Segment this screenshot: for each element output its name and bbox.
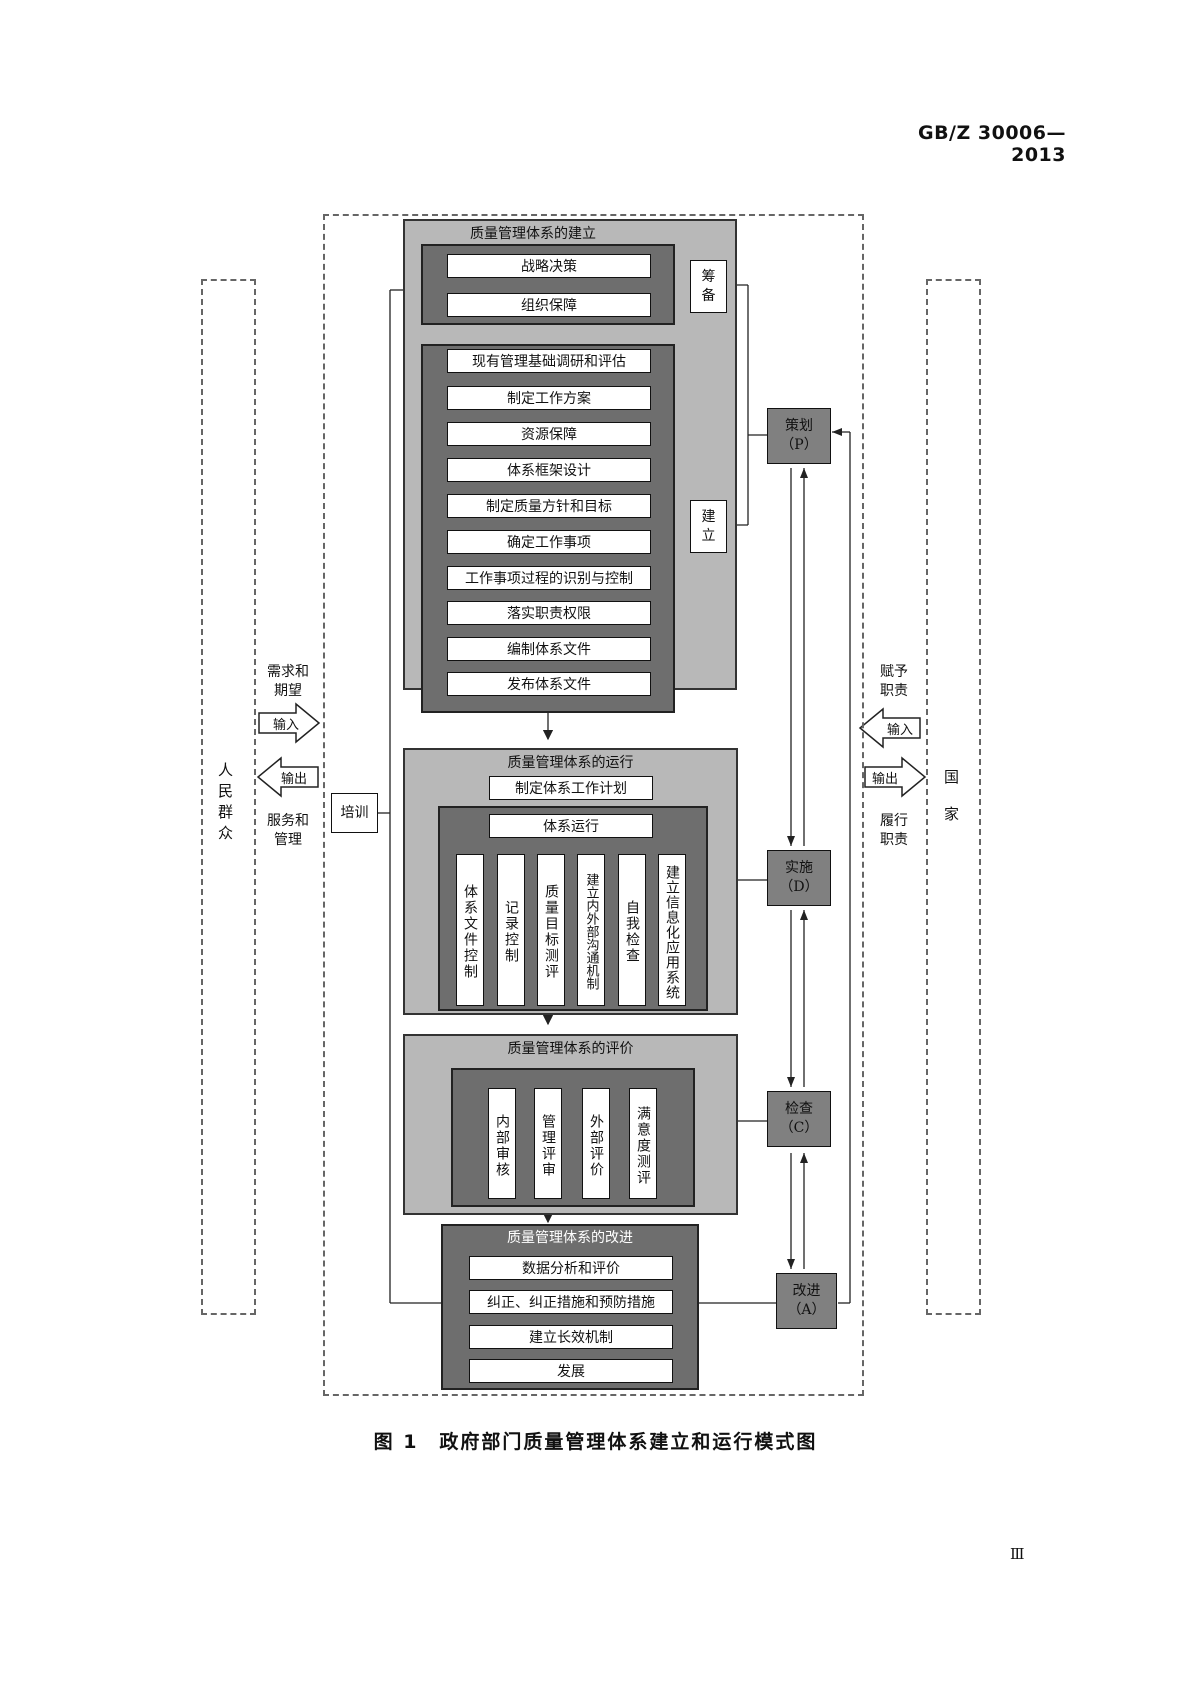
improvement-item: 数据分析和评价 bbox=[469, 1256, 673, 1280]
duty-label: 赋予职责 bbox=[880, 664, 908, 699]
demand-label: 需求和期望 bbox=[267, 664, 309, 699]
improvement-item: 建立长效机制 bbox=[469, 1325, 673, 1349]
right-output-label: 输出 bbox=[871, 771, 898, 787]
system-boundary bbox=[323, 214, 864, 1396]
evaluation-item: 内部审核 bbox=[488, 1088, 516, 1199]
build-item: 现有管理基础调研和评估 bbox=[447, 349, 651, 373]
build-item: 制定工作方案 bbox=[447, 386, 651, 410]
pdca-check-box: 检查（C） bbox=[767, 1091, 831, 1147]
operation-item: 自我检查 bbox=[618, 854, 646, 1006]
improvement-title: 质量管理体系的改进 bbox=[507, 1230, 633, 1246]
improvement-item: 纠正、纠正措施和预防措施 bbox=[469, 1290, 673, 1314]
right-input-label: 输入 bbox=[886, 722, 913, 738]
build-side-box: 建立 bbox=[690, 500, 727, 553]
evaluation-item: 满意度测评 bbox=[629, 1088, 657, 1199]
right-output-arrow-shape bbox=[864, 756, 927, 798]
pdca-act-box: 改进（A） bbox=[776, 1273, 837, 1329]
page-number: Ⅲ bbox=[1010, 1545, 1025, 1563]
operation-plan-box: 制定体系工作计划 bbox=[489, 776, 653, 800]
build-item: 制定质量方针和目标 bbox=[447, 494, 651, 518]
build-item: 体系框架设计 bbox=[447, 458, 651, 482]
left-input-arrow-shape bbox=[258, 702, 321, 744]
right-input-arrow-shape bbox=[858, 707, 921, 749]
prep-item: 战略决策 bbox=[447, 254, 651, 278]
standard-number: GB/Z 30006—2013 bbox=[917, 122, 1066, 166]
operation-item: 记录控制 bbox=[497, 854, 525, 1006]
build-item: 发布体系文件 bbox=[447, 672, 651, 696]
prep-item: 组织保障 bbox=[447, 293, 651, 317]
left-output-arrow-shape bbox=[256, 756, 319, 798]
operation-item: 质量目标测评 bbox=[537, 854, 565, 1006]
perform-label: 履行职责 bbox=[880, 813, 908, 848]
build-item: 落实职责权限 bbox=[447, 601, 651, 625]
operation-item: 体系文件控制 bbox=[456, 854, 484, 1006]
evaluation-item: 管理评审 bbox=[534, 1088, 562, 1199]
build-item: 资源保障 bbox=[447, 422, 651, 446]
people-column bbox=[201, 279, 256, 1315]
training-box: 培训 bbox=[331, 793, 378, 833]
service-label: 服务和管理 bbox=[267, 813, 309, 848]
evaluation-title: 质量管理体系的评价 bbox=[507, 1041, 634, 1057]
pdca-plan-box: 策划（P） bbox=[767, 408, 831, 464]
prep-side-box: 筹备 bbox=[690, 260, 727, 313]
left-input-label: 输入 bbox=[272, 717, 299, 733]
operation-item: 建立信息化应用系统 bbox=[658, 854, 686, 1006]
establish-title: 质量管理体系的建立 bbox=[470, 226, 596, 242]
build-item: 编制体系文件 bbox=[447, 637, 651, 661]
operation-title: 质量管理体系的运行 bbox=[507, 755, 634, 771]
pdca-do-box: 实施（D） bbox=[767, 850, 831, 906]
people-label: 人民群众 bbox=[216, 762, 234, 846]
build-item: 确定工作事项 bbox=[447, 530, 651, 554]
improvement-item: 发展 bbox=[469, 1359, 673, 1383]
figure-caption: 图 1 政府部门质量管理体系建立和运行模式图 bbox=[373, 1431, 818, 1453]
nation-column bbox=[926, 279, 981, 1315]
left-output-label: 输出 bbox=[280, 771, 307, 787]
nation-label: 国家 bbox=[942, 769, 960, 843]
build-item: 工作事项过程的识别与控制 bbox=[447, 566, 651, 590]
operation-run-box: 体系运行 bbox=[489, 814, 653, 838]
operation-item: 建立内外部沟通机制 bbox=[577, 854, 605, 1006]
evaluation-item: 外部评价 bbox=[582, 1088, 610, 1199]
